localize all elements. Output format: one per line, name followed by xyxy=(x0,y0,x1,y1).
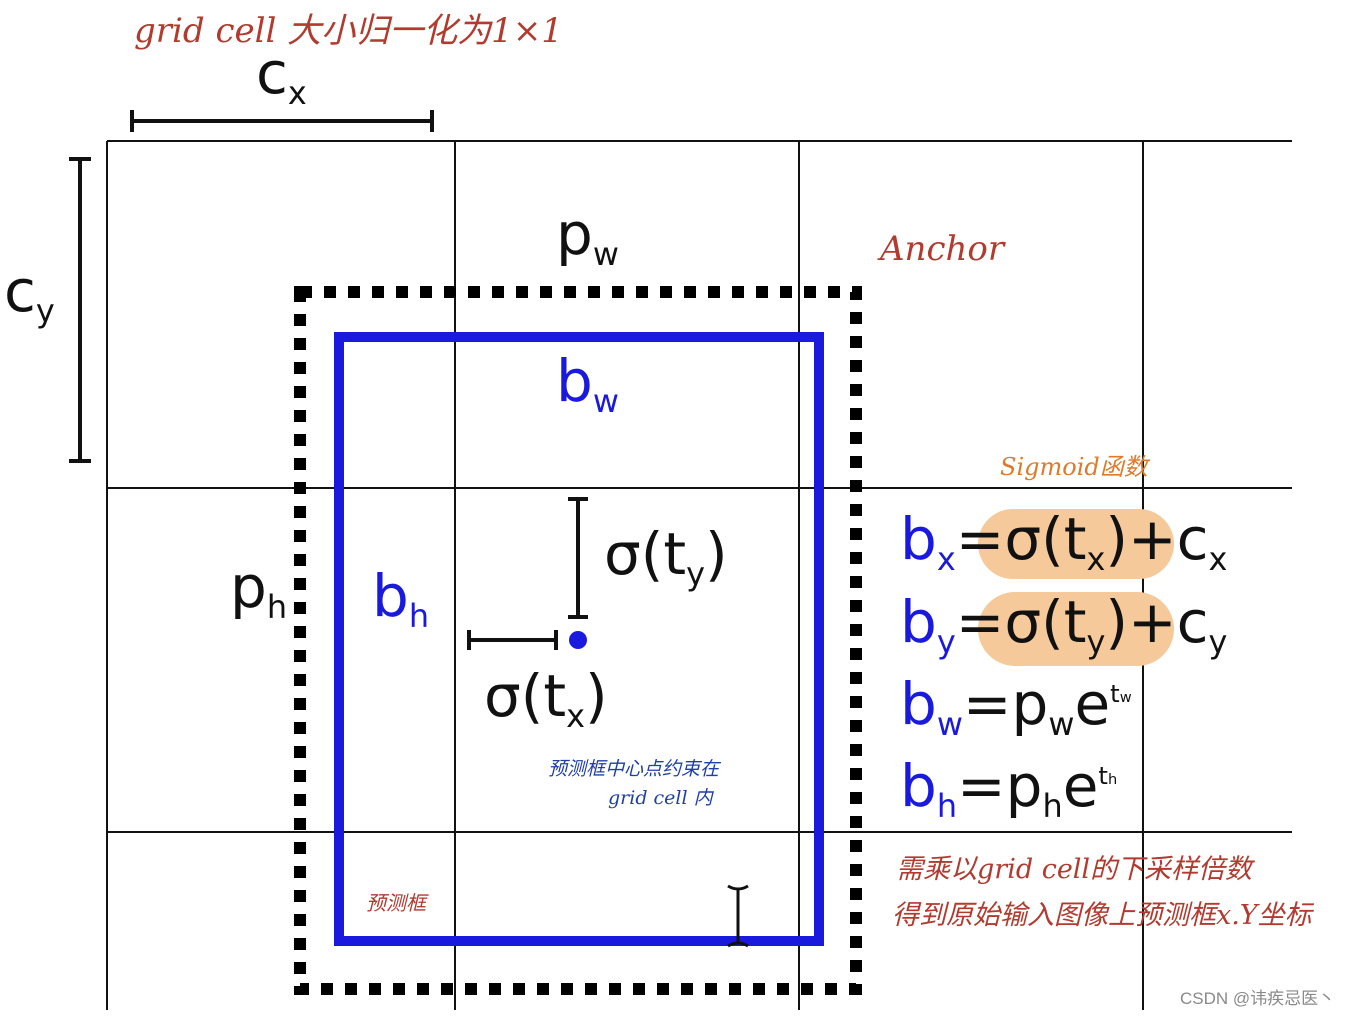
bottom-note-line1: 需乘以grid cell的下采样倍数 xyxy=(896,854,1253,885)
highlight-sigma-tx xyxy=(978,509,1174,579)
text-cursor-icon xyxy=(727,884,749,948)
equation-bx: bx=σ(tx)+cx xyxy=(900,505,1228,579)
center-point xyxy=(569,631,587,649)
anchor-note: Anchor xyxy=(880,229,1005,269)
equation-bw: bw=pwetw xyxy=(900,670,1132,744)
equation-bh: bh=pheth xyxy=(900,752,1118,826)
center-note-line2: grid cell 内 xyxy=(608,787,713,809)
cx-label: cx xyxy=(256,39,307,113)
ph-label: ph xyxy=(230,553,288,627)
top-note: grid cell 大小归一化为1×1 xyxy=(134,11,563,51)
sigma-tx-bracket xyxy=(467,630,558,650)
pred-box-note: 预测框 xyxy=(366,891,426,915)
sigmoid-note: Sigmoid函数 xyxy=(1000,453,1148,481)
highlight-sigma-ty xyxy=(978,592,1174,666)
cy-label: cy xyxy=(4,257,55,331)
predicted-box xyxy=(334,332,824,946)
equation-by: by=σ(ty)+cy xyxy=(900,588,1228,662)
sigma-ty-bracket xyxy=(568,497,588,619)
bh-label: bh xyxy=(372,562,430,636)
bw-label: bw xyxy=(556,347,619,421)
cy-bracket xyxy=(69,157,91,463)
center-note-line1: 预测框中心点约束在 xyxy=(548,758,720,780)
sigma-tx-label: σ(tx) xyxy=(484,662,608,736)
bottom-note-line2: 得到原始输入图像上预测框x.Y坐标 xyxy=(892,900,1312,931)
pw-label: pw xyxy=(556,200,619,274)
watermark: CSDN @讳疾忌医丶 xyxy=(1180,989,1336,1008)
sigma-ty-label: σ(ty) xyxy=(604,520,728,594)
cx-bracket xyxy=(130,110,434,132)
